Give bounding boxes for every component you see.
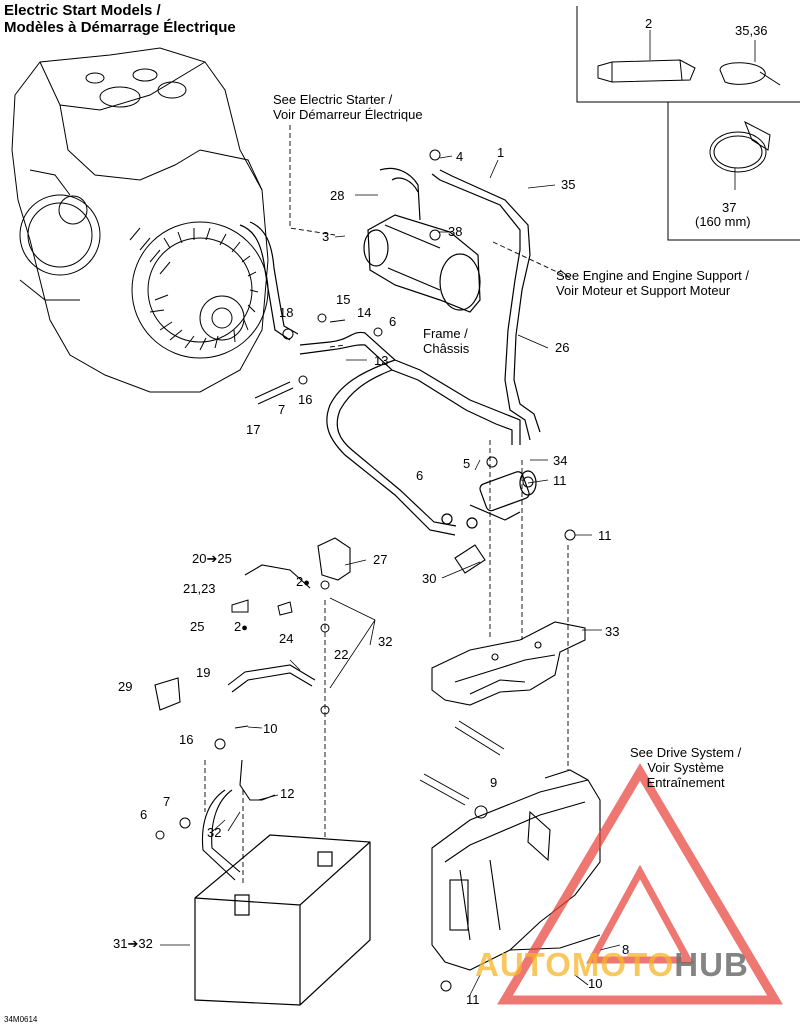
inset-parts (597, 59, 781, 173)
callout-16-bottom: 16 (179, 732, 194, 747)
callout-11-right: 11 (598, 528, 612, 543)
callout-24: 24 (279, 631, 294, 646)
callout-6-mid: 6 (416, 468, 424, 483)
callout-4: 4 (456, 149, 464, 164)
callout-27: 27 (373, 552, 388, 567)
callout-3: 3 (322, 229, 330, 244)
callout-32-lower: 32 (207, 825, 222, 840)
callout-7-top: 7 (278, 402, 286, 417)
title-line-en: Electric Start Models / (4, 2, 161, 19)
callout-9: 9 (490, 775, 498, 790)
callout-6-top: 6 (389, 314, 397, 329)
callout-15: 15 (336, 292, 351, 307)
callout-37: 37 (722, 200, 737, 215)
note-drive-system-fr: Voir Système (647, 760, 724, 775)
callout-17: 17 (246, 422, 261, 437)
note-frame-fr: Châssis (423, 341, 470, 356)
callout-11-bottom: 11 (466, 992, 480, 1007)
drop-icon: ● (303, 577, 310, 589)
terminal-covers (154, 537, 486, 711)
watermark-auto: AUTO (475, 946, 572, 983)
callout-30: 30 (422, 571, 437, 586)
callout-35-36: 35,36 (735, 23, 768, 38)
watermark-moto: MOTO (571, 946, 675, 983)
note-frame-en: Frame / (423, 326, 468, 341)
callout-7-bottom: 7 (163, 794, 171, 809)
callout-6-bottom: 6 (140, 807, 148, 822)
note-drive-system-en: See Drive System / (630, 745, 742, 760)
callout-18: 18 (279, 305, 294, 320)
watermark-hub: HUB (674, 946, 749, 983)
callout-29: 29 (118, 679, 133, 694)
drop-icon: ● (241, 622, 248, 634)
starter-solenoid (441, 470, 537, 529)
callout-12: 12 (280, 786, 295, 801)
note-drive-system: See Drive System / Voir Système Entraîne… (630, 745, 741, 790)
watermark-logo (497, 763, 783, 1005)
diagram-title: Electric Start Models / Modèles à Démarr… (4, 2, 236, 36)
note-engine-support-en: See Engine and Engine Support / (556, 268, 749, 283)
callout-2-upper-text: 2 (296, 574, 304, 589)
inset-box-border-lower (667, 102, 800, 241)
callout-31-32: 31➔32 (113, 936, 153, 951)
note-electric-starter-en: See Electric Starter / (273, 92, 393, 107)
starter-cable (239, 221, 521, 536)
drawing-code: 34M0614 (4, 1015, 38, 1024)
note-electric-starter-fr: Voir Démarreur Électrique (273, 107, 423, 122)
callout-2-lower: 2● (234, 620, 248, 635)
note-engine-support: See Engine and Engine Support / Voir Mot… (556, 268, 749, 298)
title-line-fr: Modèles à Démarrage Électrique (4, 19, 236, 36)
callout-leaders (160, 30, 756, 996)
callout-28: 28 (330, 188, 345, 203)
callout-11-mid: 11 (553, 473, 567, 488)
callout-13: 13 (374, 353, 389, 368)
small-hardware (155, 149, 576, 992)
callout-2-lower-text: 2 (234, 619, 242, 634)
callout-19: 19 (196, 665, 211, 680)
callout-34: 34 (553, 453, 568, 468)
callout-25: 25 (190, 619, 205, 634)
note-electric-starter: See Electric Starter / Voir Démarreur Él… (273, 92, 423, 122)
callout-10-left: 10 (263, 721, 278, 736)
callout-14: 14 (357, 305, 372, 320)
note-frame: Frame / Châssis (423, 326, 469, 356)
callout-1: 1 (497, 145, 505, 160)
callout-5: 5 (463, 456, 471, 471)
battery-tray (431, 769, 601, 971)
callout-35: 35 (561, 177, 576, 192)
battery-cables (201, 564, 316, 881)
inset-box-border (576, 6, 800, 103)
callout-21-23: 21,23 (183, 581, 216, 596)
clamp-size-label: (160 mm) (695, 214, 751, 229)
battery (194, 834, 371, 1006)
mounting-bracket (431, 621, 586, 706)
callout-38: 38 (448, 224, 463, 239)
engine-block (11, 47, 269, 393)
callout-8: 8 (622, 942, 630, 957)
note-drive-system-fr2: Entraînement (646, 775, 725, 790)
callout-22: 22 (334, 647, 349, 662)
callout-20-25: 20➔25 (192, 551, 232, 566)
starter-motor (363, 167, 541, 441)
watermark-text: AUTOMOTOHUB (475, 946, 749, 984)
callout-10-bottom: 10 (588, 976, 603, 991)
callout-2-inset: 2 (645, 16, 653, 31)
callout-26: 26 (555, 340, 570, 355)
callout-16-top: 16 (298, 392, 313, 407)
note-engine-support-fr: Voir Moteur et Support Moteur (556, 283, 731, 298)
callout-32-upper: 32 (378, 634, 393, 649)
callout-33: 33 (605, 624, 620, 639)
tray-bolts (419, 720, 505, 819)
callout-2-upper: 2● (296, 575, 310, 590)
center-lines (204, 125, 571, 885)
